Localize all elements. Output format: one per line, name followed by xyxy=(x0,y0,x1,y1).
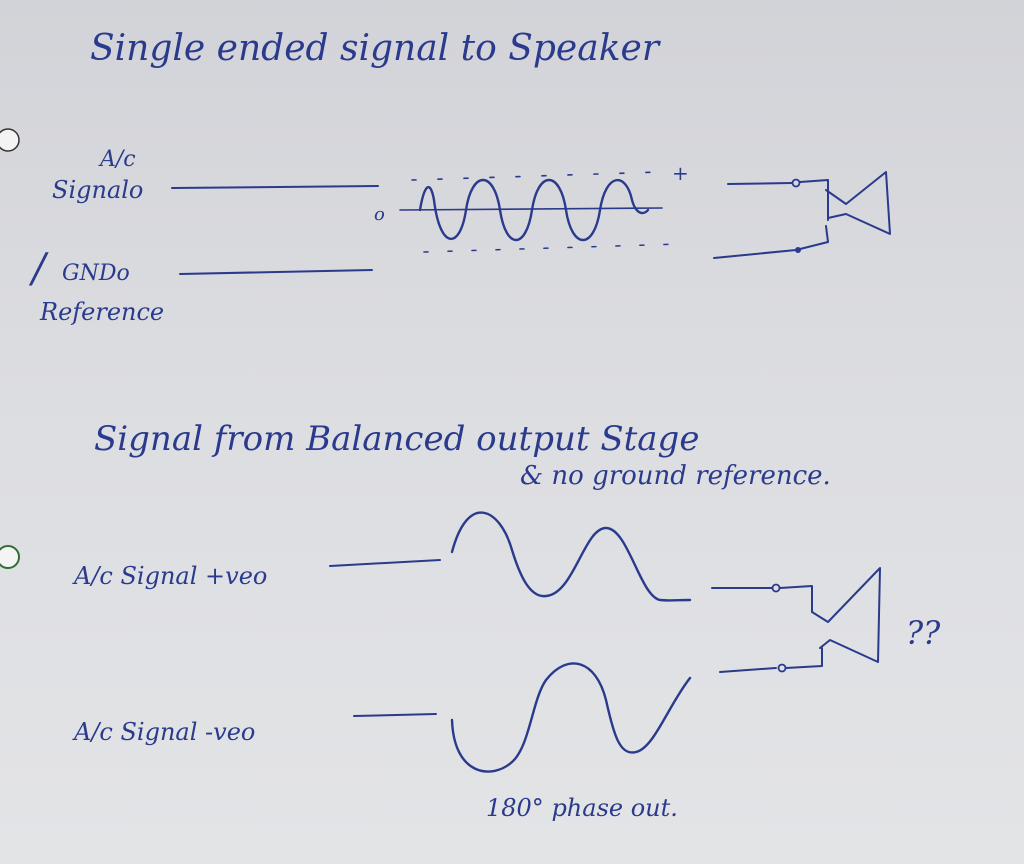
speaker1-terminal-neg xyxy=(795,247,801,253)
diagram2-title: Signal from Balanced output Stage xyxy=(94,419,699,459)
negative-signal-label: A/c Signal -veo xyxy=(72,718,255,746)
speaker2-leads xyxy=(711,585,823,673)
positive-sine-wave xyxy=(450,511,692,602)
speaker2-terminal-neg xyxy=(777,663,787,673)
node-o-label: o xyxy=(374,204,385,225)
speaker1-terminal-pos xyxy=(791,178,801,188)
negative-wire xyxy=(353,713,437,717)
ac-sine-wave xyxy=(418,179,650,241)
punch-hole-bottom xyxy=(0,545,20,569)
question-marks: ?? xyxy=(906,614,941,652)
gnd-label: GNDo xyxy=(62,261,130,286)
phase-note: 180° phase out. xyxy=(486,794,678,822)
plus-mark: + xyxy=(672,161,689,185)
negative-envelope xyxy=(423,243,681,253)
speaker2-terminal-pos xyxy=(771,583,781,593)
signal-wire xyxy=(171,185,379,189)
reference-label: Reference xyxy=(39,298,164,326)
positive-wire xyxy=(329,559,441,567)
signal-label: Signalo xyxy=(52,176,143,204)
positive-signal-label: A/c Signal +veo xyxy=(72,562,267,590)
speaker2-icon xyxy=(811,567,881,663)
diagram2-subtitle: & no ground reference. xyxy=(520,461,831,491)
speaker1-icon xyxy=(825,171,891,235)
speaker1-leads xyxy=(713,179,829,259)
negative-sine-wave xyxy=(450,662,692,773)
ground-wire xyxy=(179,269,373,275)
slash-mark: / xyxy=(28,246,49,292)
signal-top-label: A/c xyxy=(98,147,136,172)
positive-envelope xyxy=(411,171,661,181)
diagram1-title: Single ended signal to Speaker xyxy=(90,28,661,69)
punch-hole-top xyxy=(0,128,20,152)
